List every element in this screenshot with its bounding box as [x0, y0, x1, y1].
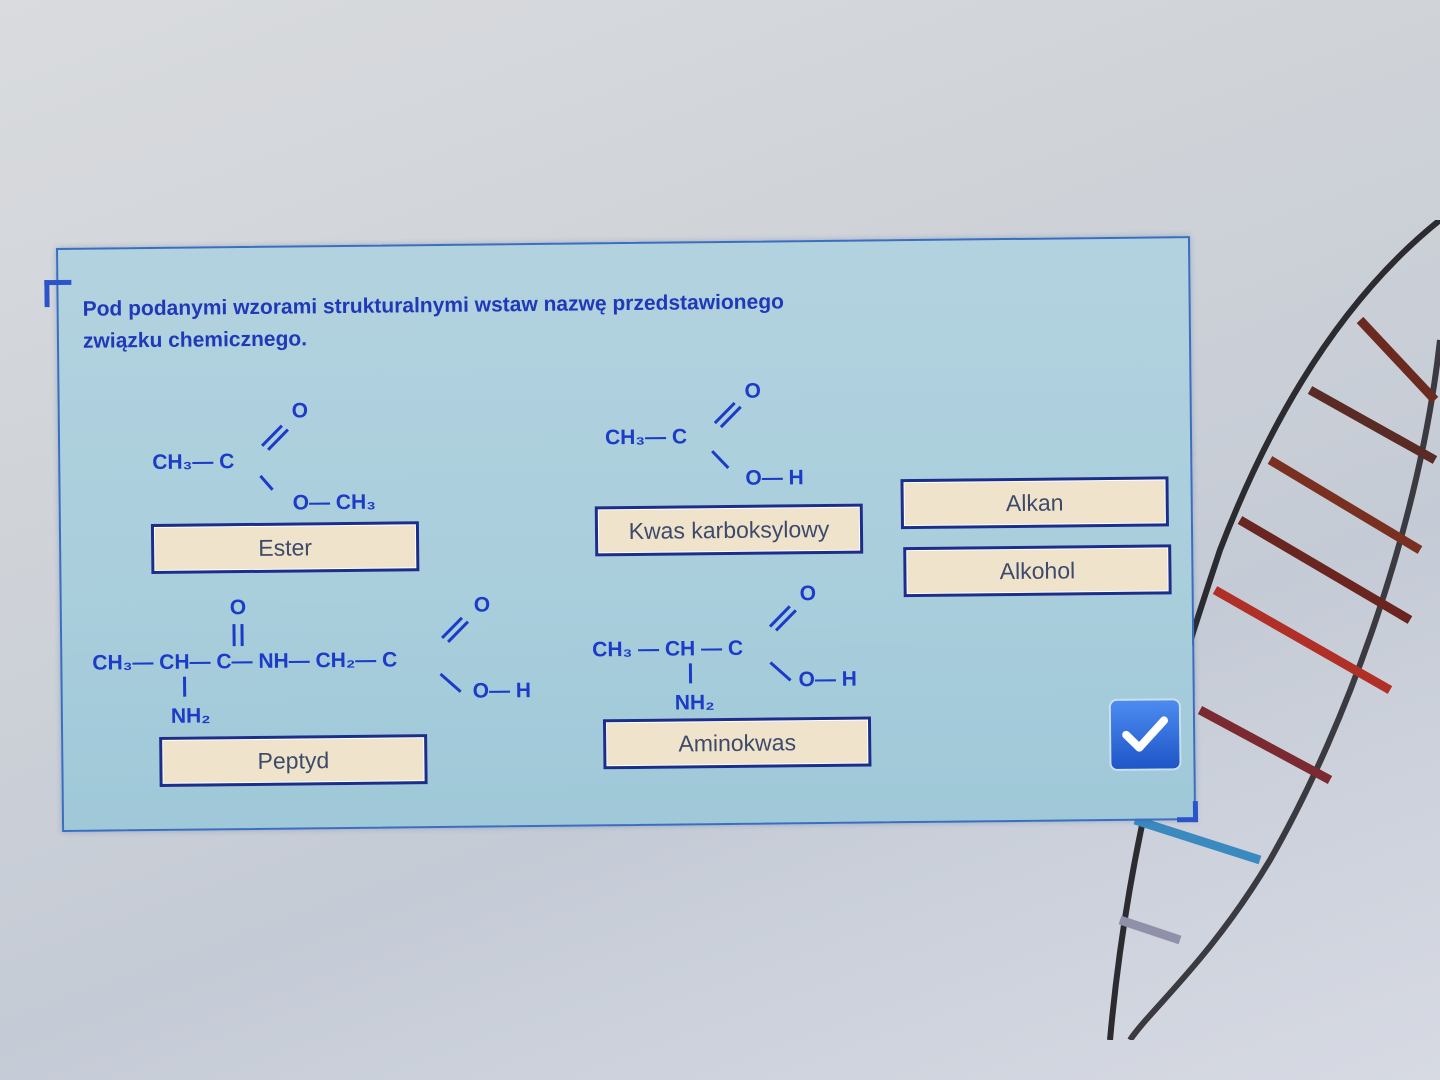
formula-text: CH₃— C — [152, 450, 234, 474]
answer-option-alkohol[interactable]: Alkohol — [903, 544, 1172, 598]
answer-slot-carboxylic-acid[interactable]: Kwas karboksylowy — [594, 503, 864, 557]
formula-text: O— H — [745, 466, 804, 490]
formula-amino-acid: CH₃ — CH — C O O— H NH₂ — [592, 582, 857, 714]
formula-text: O— H — [798, 668, 857, 692]
checkmark-icon — [1122, 716, 1169, 752]
formula-text: O — [292, 399, 309, 422]
formula-text: O — [800, 582, 817, 605]
answer-slot-amino-acid[interactable]: Aminokwas — [602, 716, 872, 770]
check-answers-button[interactable] — [1110, 700, 1180, 769]
formula-text: O — [230, 596, 247, 619]
formula-text: NH₂ — [171, 704, 211, 727]
formula-text: CH₃— CH— C— NH— CH₂— C — [92, 648, 397, 674]
answer-option-alkan[interactable]: Alkan — [900, 476, 1169, 530]
structural-formulas: CH₃— C O O— CH₃ CH₃— C O O— H CH₃— CH— C… — [92, 380, 857, 728]
formula-text: O — [474, 593, 491, 616]
dna-helix-decoration — [1107, 220, 1440, 1040]
formula-ester: CH₃— C O O— CH₃ — [152, 399, 376, 515]
formula-text: CH₃— C — [605, 425, 687, 449]
formula-text: O— H — [473, 679, 532, 703]
formula-carboxylic-acid: CH₃— C O O— H — [605, 380, 804, 490]
formula-text: NH₂ — [675, 691, 715, 714]
exercise-panel: Pod podanymi wzorami strukturalnymi wsta… — [44, 236, 1199, 832]
formula-text: O— CH₃ — [293, 491, 376, 515]
answer-slot-peptide[interactable]: Peptyd — [159, 734, 428, 787]
formula-text: CH₃ — CH — C — [592, 637, 743, 662]
formula-peptide: CH₃— CH— C— NH— CH₂— C O O O— H NH₂ — [92, 593, 532, 727]
formula-text: O — [744, 380, 761, 403]
answer-slot-ester[interactable]: Ester — [150, 521, 420, 575]
